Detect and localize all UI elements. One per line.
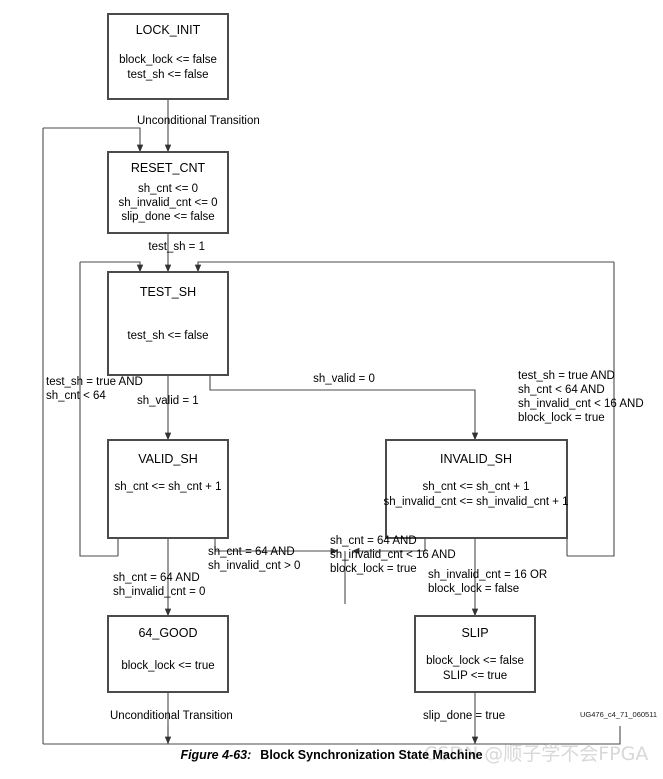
figure-caption-number: Figure 4-63: [180, 748, 252, 762]
state-invalid-sh[interactable]: INVALID_SH sh_cnt <= sh_cnt + 1 sh_inval… [383, 439, 569, 539]
state-slip-box [414, 615, 536, 693]
state-invalid-sh-name: INVALID_SH [440, 452, 512, 466]
label-test-sh-to-valid-sh: sh_valid = 1 [137, 395, 199, 407]
state-reset-cnt[interactable]: RESET_CNT sh_cnt <= 0 sh_invalid_cnt <= … [107, 151, 229, 234]
state-valid-sh-name: VALID_SH [138, 452, 198, 466]
figure-doc-id: UG476_c4_71_060511 [580, 710, 657, 719]
label-invalid-sh-loop-right-1: sh_cnt < 64 AND [518, 384, 605, 396]
state-64-good-name: 64_GOOD [138, 626, 197, 640]
state-slip-name: SLIP [461, 626, 488, 640]
wire-test-sh-to-invalid-sh [209, 375, 479, 441]
figure-caption-title: Block Synchronization State Machine [260, 748, 483, 762]
state-test-sh-name: TEST_SH [140, 285, 196, 299]
state-lock-init-box [107, 13, 229, 100]
label-valid-sh-to-slip-0: sh_cnt = 64 AND [208, 546, 295, 558]
label-valid-sh-loop-left-1: sh_cnt < 64 [46, 390, 106, 402]
wire-invalid-sh-loop-right-lower [567, 262, 615, 557]
state-invalid-sh-box [385, 439, 568, 539]
state-valid-sh[interactable]: VALID_SH sh_cnt <= sh_cnt + 1 [107, 439, 229, 539]
state-lock-init-action-1: test_sh <= false [127, 69, 208, 81]
label-invalid-sh-to-slip-0: sh_invalid_cnt = 16 OR [428, 569, 547, 581]
state-valid-sh-action-0: sh_cnt <= sh_cnt + 1 [114, 481, 221, 493]
state-lock-init-action-0: block_lock <= false [119, 54, 217, 66]
state-slip-action-0: block_lock <= false [426, 655, 524, 667]
wire-left-return-into-reset-cnt [43, 127, 144, 153]
label-invalid-sh-to-64good-1: sh_invalid_cnt < 16 AND [330, 549, 456, 561]
state-reset-cnt-action-2: slip_done <= false [121, 211, 214, 223]
state-64-good[interactable]: 64_GOOD block_lock <= true [107, 615, 229, 693]
state-64-good-action-0: block_lock <= true [121, 660, 214, 672]
label-invalid-sh-loop-right-2: sh_invalid_cnt < 16 AND [518, 398, 644, 410]
wire-valid-sh-loop-left-lower [79, 262, 118, 557]
label-invalid-sh-loop-right-0: test_sh = true AND [518, 370, 615, 382]
state-reset-cnt-box [107, 151, 229, 234]
label-lock-init-to-reset-cnt: Unconditional Transition [137, 115, 260, 127]
label-good-to-reset: Unconditional Transition [110, 710, 233, 722]
state-reset-cnt-name: RESET_CNT [131, 161, 206, 175]
state-slip-action-1: SLIP <= true [443, 670, 507, 682]
label-valid-sh-loop-left-0: test_sh = true AND [46, 376, 143, 388]
wire-valid-sh-to-slip [214, 538, 339, 555]
label-invalid-sh-to-64good-0: sh_cnt = 64 AND [330, 535, 417, 547]
label-valid-sh-to-slip-1: sh_invalid_cnt > 0 [208, 560, 300, 572]
wire-slip-return-up [43, 726, 621, 745]
wire-64good-return-up [43, 726, 169, 745]
label-reset-cnt-to-test-sh: test_sh = 1 [148, 241, 205, 253]
label-invalid-sh-loop-right-3: block_lock = true [518, 412, 605, 424]
transition-wires [42, 99, 621, 745]
state-reset-cnt-action-1: sh_invalid_cnt <= 0 [118, 197, 217, 209]
state-test-sh-action-0: test_sh <= false [127, 330, 208, 342]
state-slip[interactable]: SLIP block_lock <= false SLIP <= true [414, 615, 536, 693]
wire-invalid-sh-loop-right-into-test-sh [194, 261, 614, 273]
state-lock-init[interactable]: LOCK_INIT block_lock <= false test_sh <=… [107, 13, 229, 100]
label-valid-sh-to-64good-0: sh_cnt = 64 AND [113, 572, 200, 584]
state-64-good-box [107, 615, 229, 693]
state-lock-init-name: LOCK_INIT [136, 23, 201, 37]
label-valid-sh-to-64good-1: sh_invalid_cnt = 0 [113, 586, 205, 598]
figure-caption: Figure 4-63: Block Synchronization State … [0, 748, 663, 762]
state-test-sh-box [107, 271, 229, 376]
label-test-sh-to-invalid-sh: sh_valid = 0 [313, 373, 375, 385]
state-valid-sh-box [107, 439, 229, 539]
state-reset-cnt-action-0: sh_cnt <= 0 [138, 183, 198, 195]
state-invalid-sh-action-0: sh_cnt <= sh_cnt + 1 [422, 481, 529, 493]
label-slip-to-reset: slip_done = true [423, 710, 505, 722]
wire-valid-sh-loop-left-into-test-sh [80, 261, 144, 273]
wire-invalid-sh-to-64good [351, 538, 426, 555]
label-invalid-sh-to-slip-1: block_lock = false [428, 583, 519, 595]
label-invalid-sh-to-64good-2: block_lock = true [330, 563, 417, 575]
state-invalid-sh-action-1: sh_invalid_cnt <= sh_invalid_cnt + 1 [383, 496, 568, 508]
state-test-sh[interactable]: TEST_SH test_sh <= false [107, 271, 229, 376]
